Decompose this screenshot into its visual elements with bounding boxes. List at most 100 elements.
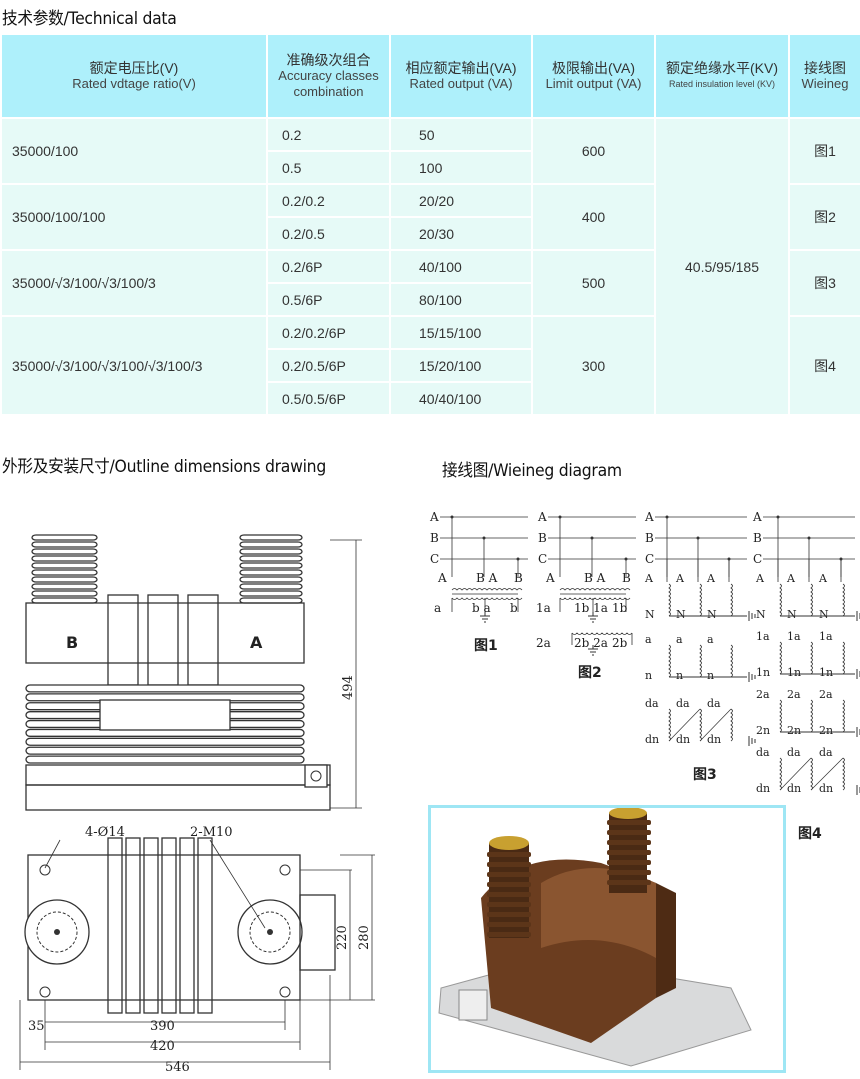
winding-start-label: a — [676, 633, 683, 646]
bus-label: A — [752, 510, 762, 524]
accuracy-cell: 0.5/6P — [266, 282, 391, 317]
winding-end-label: N — [707, 608, 717, 621]
upper-housing — [25, 602, 305, 664]
coil-winding — [810, 699, 813, 733]
output-cell: 100 — [389, 150, 533, 185]
terminal-box — [304, 764, 328, 788]
junction-dot — [482, 536, 486, 540]
right-insulator-rib — [239, 541, 303, 548]
coil-winding — [730, 708, 733, 742]
ratio-cell: 35000/100/100 — [0, 183, 268, 251]
winding-start-label: A — [818, 572, 828, 585]
accuracy-cell: 0.2/0.5/6P — [266, 348, 391, 383]
cooling-fin — [125, 837, 141, 1014]
winding-start-label: 2a — [819, 688, 833, 701]
delta-link — [699, 708, 732, 742]
dimension-390: 390 — [150, 1019, 175, 1034]
coil-winding — [699, 708, 702, 742]
junction-dot — [807, 536, 811, 540]
base-frame — [25, 764, 331, 786]
coil-winding — [730, 644, 733, 678]
insulator-shed — [607, 850, 651, 855]
winding-start-label: a — [707, 633, 714, 646]
header-en: Rated vdtage ratio(V) — [72, 76, 196, 91]
dimension-220: 220 — [335, 925, 350, 950]
winding-end-label: dn — [756, 782, 770, 795]
winding-start-label: A — [706, 572, 716, 585]
dimension-35: 35 — [28, 1019, 45, 1034]
right-insulator-rib — [239, 583, 303, 590]
header-cn: 极限输出(VA) — [552, 60, 635, 76]
insulator-shed — [607, 830, 651, 835]
tertiary-terminal-label: 2b 2a — [574, 636, 608, 650]
cooling-fin — [143, 837, 159, 1014]
left-insulator-rib — [31, 548, 98, 555]
winding-end-label: 1n — [787, 666, 801, 679]
transformer-photo-illustration — [438, 808, 752, 1067]
winding-start-label: da — [645, 697, 659, 710]
bus-label: B — [753, 531, 762, 545]
winding-start-label: da — [707, 697, 721, 710]
bushing-center — [54, 929, 60, 935]
output-cell: 40/40/100 — [389, 381, 533, 416]
insulator-shed — [607, 820, 651, 825]
right-insulator-rib — [239, 576, 303, 583]
core-leg — [187, 594, 219, 686]
winding-start-label: da — [819, 746, 833, 759]
junction-dot — [516, 557, 520, 561]
bus-label: A — [537, 510, 547, 524]
cooling-fin — [197, 837, 213, 1014]
winding-start-label: 1a — [756, 630, 770, 643]
phase-mark-b: B — [66, 633, 78, 652]
primary-terminal-label: B — [622, 571, 631, 585]
accuracy-cell: 0.2 — [266, 117, 391, 152]
mounting-hole — [39, 864, 51, 876]
output-cell: 20/20 — [389, 183, 533, 218]
diagram-cell: 图4 — [788, 315, 860, 416]
bushing-inner — [36, 911, 78, 953]
header-en: Accuracy classes combination — [278, 68, 379, 99]
ratio-cell: 35000/100 — [0, 117, 268, 185]
header-cn: 相应额定输出(VA) — [405, 60, 517, 76]
insulator-shed — [487, 922, 531, 927]
dimension-280: 280 — [357, 925, 372, 950]
winding-end-label: N — [819, 608, 829, 621]
right-insulator-rib — [239, 597, 303, 604]
right-insulator — [607, 808, 651, 893]
header-en: Rated insulation level (KV) — [668, 79, 776, 89]
terminal-screw — [310, 770, 322, 782]
window — [99, 699, 231, 731]
secondary-terminal-label: a — [434, 601, 441, 615]
diagram-cell: 图3 — [788, 249, 860, 317]
winding-end-label: N — [676, 608, 686, 621]
coil-winding — [779, 757, 782, 791]
column-header: 额定电压比(V)Rated vdtage ratio(V) — [0, 33, 268, 119]
bus-label: B — [538, 531, 547, 545]
winding-end-label: 1n — [756, 666, 770, 679]
transformer-side — [656, 883, 676, 998]
junction-dot — [624, 557, 628, 561]
primary-terminal-label: B — [514, 571, 523, 585]
header-cn: 额定电压比(V) — [89, 60, 179, 76]
winding-end-label: 2n — [819, 724, 833, 737]
output-cell: 80/100 — [389, 282, 533, 317]
left-insulator-rib — [31, 555, 98, 562]
secondary-terminal-label: b — [510, 601, 518, 615]
junction-dot — [696, 536, 700, 540]
tertiary-terminal-label: 2b — [612, 636, 628, 650]
cooling-fin — [179, 837, 195, 1014]
coil-winding — [779, 641, 782, 675]
junction-dot — [558, 515, 562, 519]
insulator-shed — [487, 902, 531, 907]
coil-winding — [779, 699, 782, 733]
winding-end-label: n — [676, 669, 683, 682]
left-insulator-rib — [31, 541, 98, 548]
diagram-cell: 图1 — [788, 117, 860, 185]
left-insulator-rib — [31, 569, 98, 576]
secondary-terminal-label: 1b 1a — [574, 601, 608, 615]
bus-label: C — [753, 552, 762, 566]
winding-end-label: n — [645, 669, 652, 682]
